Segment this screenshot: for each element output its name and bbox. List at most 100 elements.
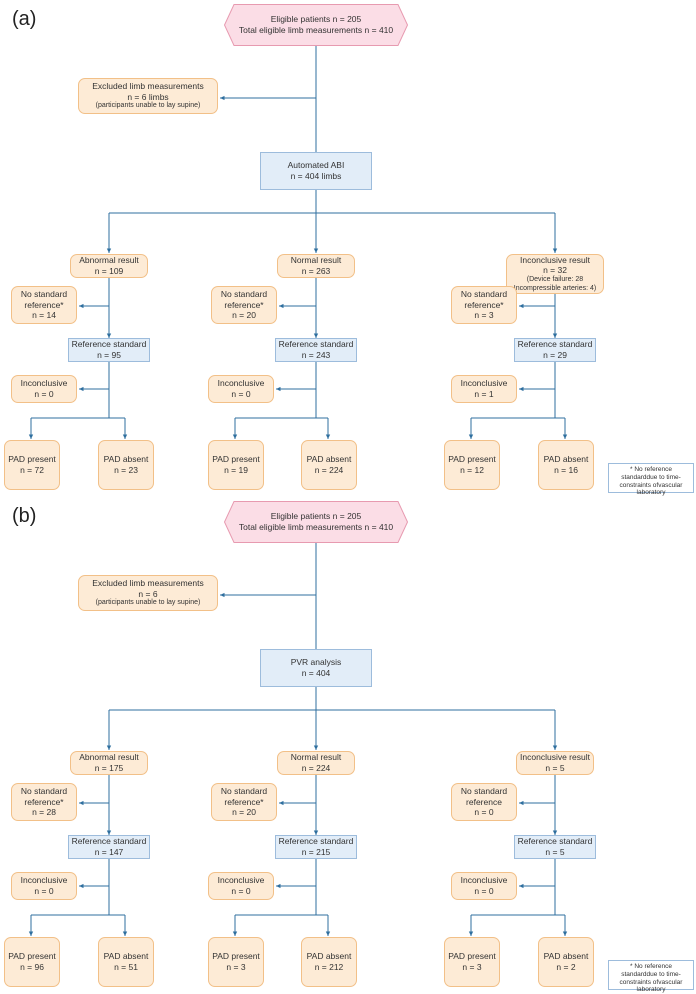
text-line: reference* (224, 299, 264, 310)
text-line: Normal result (290, 752, 342, 763)
text-line: n = 3 (226, 962, 246, 972)
text-line: Inconclusive result (520, 254, 590, 265)
text-line: n = 72 (20, 465, 44, 475)
text-line: No standard (220, 786, 268, 797)
arrowhead (519, 303, 524, 309)
arrowhead (325, 434, 331, 439)
text-line: n = 0 (34, 886, 54, 896)
text-line: n = 243 (301, 350, 331, 360)
text-line: No standard (220, 289, 268, 300)
text-line: n = 6 limbs (127, 91, 169, 102)
arrowhead (79, 386, 84, 392)
text-line: PAD present (212, 951, 260, 962)
text-line: Inconclusive (20, 875, 68, 886)
text-line: PAD absent (306, 951, 352, 962)
arrowhead (562, 931, 568, 936)
connectors (28, 46, 568, 439)
arrowhead (313, 333, 319, 338)
text-line: reference* (464, 299, 504, 310)
arrowhead (106, 830, 112, 835)
text-line: n = 14 (32, 310, 56, 321)
text-line: n = 0 (474, 807, 494, 818)
footnote-box: * No reference standarddue to time-const… (608, 960, 694, 993)
arrowhead (79, 800, 84, 806)
text-line: PVR analysis (290, 657, 342, 668)
text-line: n = 2 (556, 962, 576, 972)
text-line: Inconclusive (20, 378, 68, 389)
arrowhead (276, 386, 281, 392)
footnote-box: * No reference standarddue to time-const… (608, 463, 694, 496)
text-line: n = 404 limbs (290, 171, 342, 181)
text-line: Inconclusive (460, 378, 508, 389)
text-line: Reference standard (278, 836, 354, 847)
arrowhead (232, 434, 238, 439)
arrowhead (519, 386, 524, 392)
text-line: n = 175 (94, 763, 124, 773)
text-line: Eligible patients n = 205 (270, 13, 362, 24)
arrowhead (28, 434, 34, 439)
text-line: Eligible patients n = 205 (270, 510, 362, 521)
text-line: n = 12 (460, 465, 484, 475)
text-line: reference* (24, 299, 64, 310)
arrowhead (552, 333, 558, 338)
arrowhead (313, 830, 319, 835)
arrowhead (279, 800, 284, 806)
text-line: n = 0 (474, 886, 494, 896)
text-line: No standard (460, 786, 508, 797)
text-line: No standard (460, 289, 508, 300)
text-line: PAD absent (543, 454, 589, 465)
text-line: n = 224 (301, 763, 331, 773)
arrowhead (325, 931, 331, 936)
text-line: Reference standard (278, 339, 354, 350)
text-line: due to time-constraints of (619, 970, 681, 986)
text-line: PAD absent (306, 454, 352, 465)
text-line: PAD present (212, 454, 260, 465)
text-line: n = 404 (301, 668, 331, 678)
arrowhead (106, 248, 112, 253)
text-line: reference* (24, 796, 64, 807)
arrowhead (122, 434, 128, 439)
text-line: n = 263 (301, 266, 331, 276)
text-line: Normal result (290, 255, 342, 266)
text-line: Inconclusive result (520, 752, 590, 763)
text-line: PAD absent (103, 454, 149, 465)
text-line: Inconclusive (460, 875, 508, 886)
connectors (28, 543, 568, 936)
text-line: Total eligible limb measurements n = 410 (238, 25, 394, 35)
text-line: n = 6 (138, 588, 158, 599)
text-line: Inconclusive (217, 378, 265, 389)
text-line: Abnormal result (79, 255, 139, 266)
hexagon-shape (224, 501, 408, 543)
text-line: n = 0 (231, 389, 251, 399)
arrowhead (468, 434, 474, 439)
panel-label: (a) (12, 8, 37, 30)
arrowhead (106, 333, 112, 338)
text-line: n = 29 (543, 350, 567, 360)
text-line: Excluded limb measurements (92, 81, 204, 91)
text-line: No standard (20, 289, 68, 300)
text-line: n = 0 (231, 886, 251, 896)
text-line: n = 16 (554, 465, 578, 475)
arrowhead (562, 434, 568, 439)
text-line: Excluded limb measurements (92, 578, 204, 588)
text-line: Automated ABI (287, 160, 345, 171)
text-line: n = 215 (301, 847, 331, 857)
text-line: Total eligible limb measurements n = 410 (238, 522, 394, 532)
text-line: (participants unable to lay supine) (95, 599, 201, 607)
